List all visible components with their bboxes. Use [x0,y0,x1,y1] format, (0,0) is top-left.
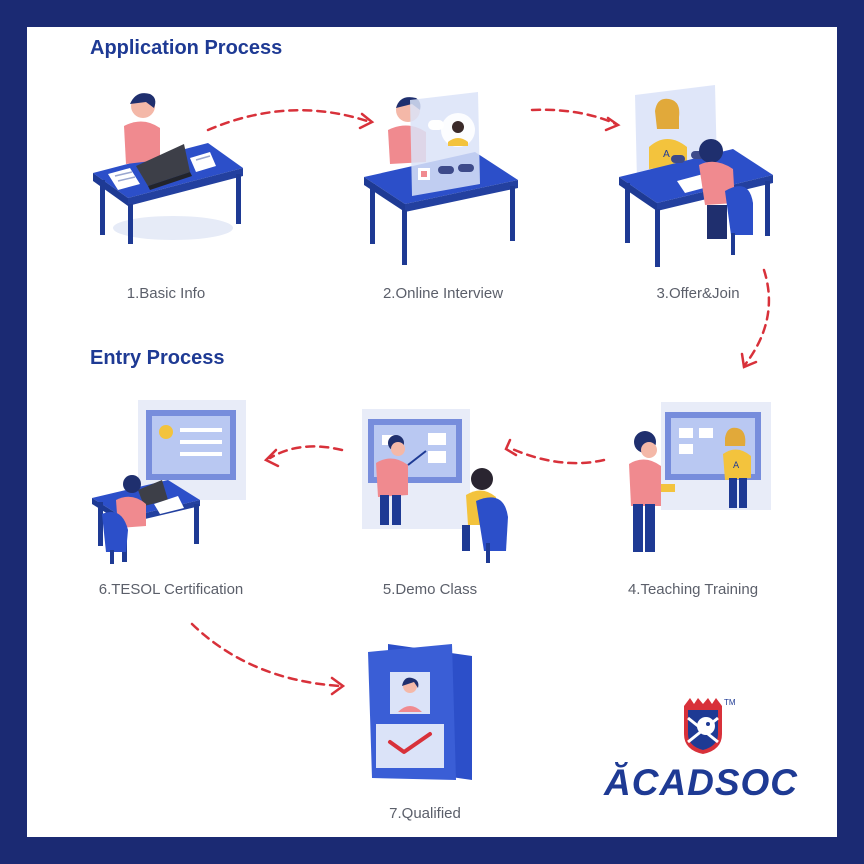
trademark-mark: TM [724,698,736,707]
application-process-heading: Application Process [90,37,283,59]
arrow-6-to-7 [190,622,342,688]
step-3-label: 3.Offer&Join [656,285,740,302]
step-5-illustration [362,409,508,563]
svg-text:A: A [663,149,670,160]
step-3-illustration: A [619,85,773,267]
brand-wordmark: ĂCADSOC [603,762,799,803]
entry-process-heading: Entry Process [90,347,225,369]
step-4-illustration: A [629,402,771,552]
check-mark-icon [388,732,432,754]
step-1-illustration [93,93,243,244]
arrow-5-to-6 [268,445,344,460]
step-7-illustration [368,644,472,780]
svg-text:A: A [733,461,740,471]
arrow-4-to-5 [508,446,606,465]
arrow-2-to-3 [530,108,618,126]
arrow-1-to-2 [206,108,372,132]
step-2-label: 2.Online Interview [382,285,504,302]
arrow-3-to-4 [742,268,771,368]
step-5-label: 5.Demo Class [382,581,478,598]
step-2-illustration [364,92,518,265]
step-6-label: 6.TESOL Certification [98,581,244,598]
step-1-label: 1.Basic Info [126,285,206,302]
step-6-illustration [92,400,246,564]
step-4-label: 4.Teaching Training [627,581,759,598]
step-7-label: 7.Qualified [389,805,461,822]
acadsoc-lion-logo-icon [684,698,722,754]
